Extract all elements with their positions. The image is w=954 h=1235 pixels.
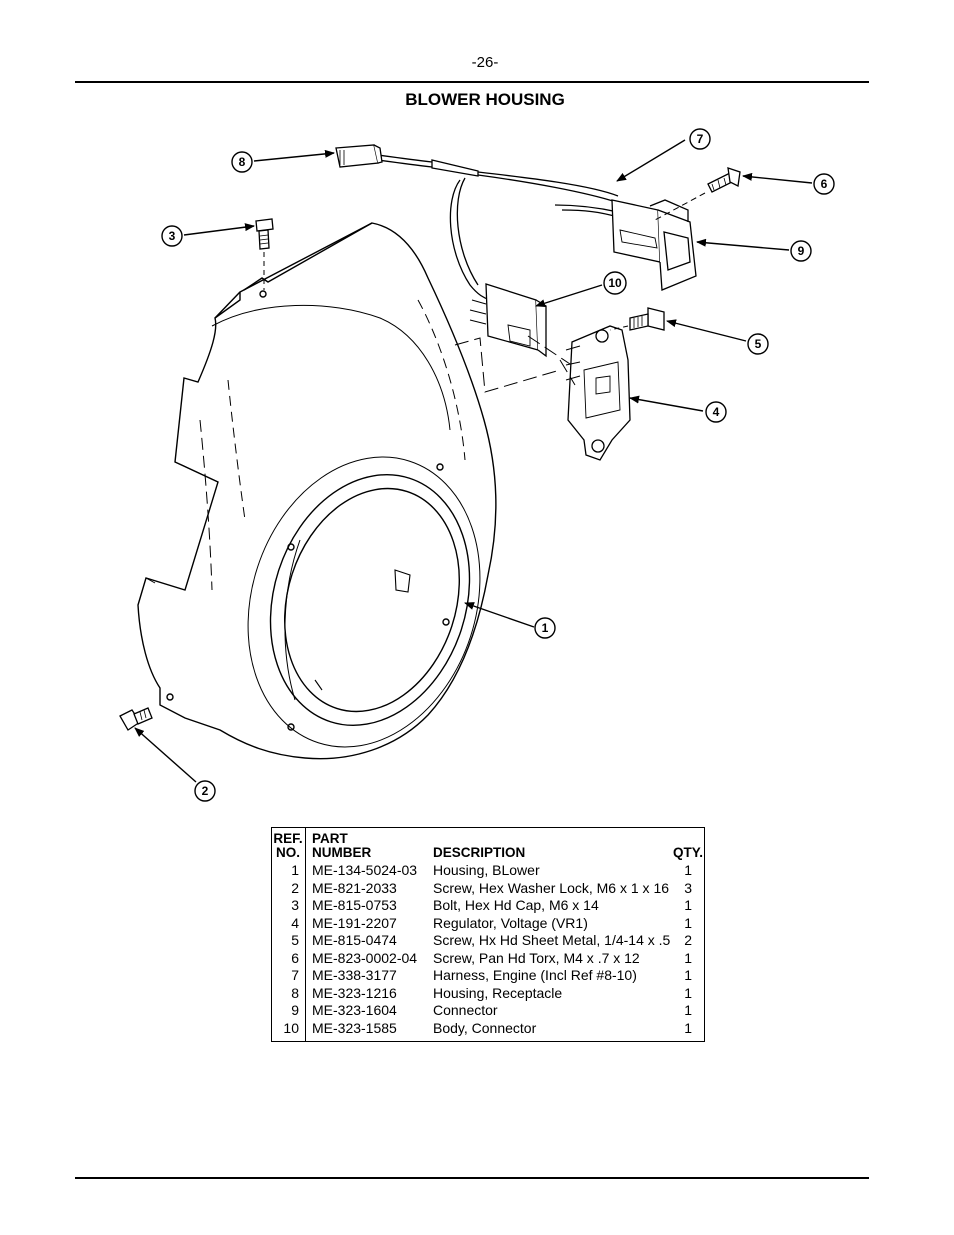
cell-qty: 1	[684, 1019, 692, 1036]
table-row: 2 ME-821-2033 Screw, Hex Washer Lock, M6…	[272, 880, 704, 898]
leader-lines	[134, 139, 813, 783]
cell-part-number: ME-134-5024-03	[312, 862, 418, 878]
cell-description: Screw, Hx Hd Sheet Metal, 1/4-14 x .5	[433, 932, 671, 948]
cell-part-number: ME-821-2033	[312, 879, 397, 896]
svg-text:9: 9	[798, 244, 805, 258]
table-column-divider	[305, 828, 306, 1041]
svg-text:7: 7	[697, 132, 704, 146]
callout-10: 10	[603, 271, 627, 295]
cell-part-number: ME-338-3177	[312, 967, 397, 983]
cell-ref: 7	[291, 967, 299, 983]
callout-5: 5	[747, 333, 769, 355]
table-row: 9 ME-323-1604 Connector 1	[272, 1002, 704, 1020]
cell-ref: 1	[291, 862, 299, 878]
receptacle-housing-part	[335, 144, 383, 168]
cell-ref: 10	[283, 1019, 299, 1036]
cell-description: Body, Connector	[433, 1019, 537, 1036]
svg-text:5: 5	[755, 337, 762, 351]
table-row: 7 ME-338-3177 Harness, Engine (Incl Ref …	[272, 967, 704, 985]
table-row: 8 ME-323-1216 Housing, Receptacle 1	[272, 985, 704, 1003]
cell-qty: 3	[684, 879, 692, 896]
top-rule	[75, 81, 869, 83]
header-qty: QTY.	[672, 845, 703, 860]
svg-text:3: 3	[169, 229, 176, 243]
connector-body-part	[469, 283, 547, 358]
cell-part-number: ME-323-1216	[312, 984, 397, 1001]
callout-9: 9	[790, 240, 812, 262]
parts-table: REF. NO. PART NUMBER DESCRIPTION QTY. 1 …	[271, 827, 705, 1042]
header-ref-line2: NO.	[275, 845, 300, 860]
callout-3: 3	[161, 225, 183, 247]
cell-part-number: ME-191-2207	[312, 914, 397, 931]
cell-qty: 1	[684, 967, 692, 983]
header-part-number: PART NUMBER	[312, 832, 371, 860]
cell-description: Harness, Engine (Incl Ref #8-10)	[433, 967, 637, 983]
callout-8: 8	[231, 151, 253, 173]
svg-text:1: 1	[542, 621, 549, 635]
table-row: 4 ME-191-2207 Regulator, Voltage (VR1) 1	[272, 915, 704, 933]
cell-part-number: ME-815-0474	[312, 932, 397, 948]
header-ref: REF. NO.	[272, 832, 304, 860]
cell-description: Bolt, Hex Hd Cap, M6 x 14	[433, 897, 599, 913]
blower-housing-part	[137, 222, 497, 760]
svg-text:6: 6	[821, 177, 828, 191]
cell-qty: 2	[684, 932, 692, 948]
voltage-regulator-part	[565, 325, 631, 461]
callout-6: 6	[813, 173, 835, 195]
bolt-part	[255, 218, 274, 290]
blower-housing-diagram: 1 2 3 4 5 6 7 8 9 10	[119, 128, 835, 802]
connector-part	[611, 199, 697, 291]
header-part-line2: NUMBER	[312, 845, 372, 860]
callout-2: 2	[194, 780, 216, 802]
header-part-line1: PART	[312, 831, 348, 846]
bottom-rule	[75, 1177, 869, 1179]
cell-qty: 1	[684, 914, 692, 931]
cell-qty: 1	[684, 1002, 692, 1018]
cell-ref: 4	[291, 914, 299, 931]
table-row: 3 ME-815-0753 Bolt, Hex Hd Cap, M6 x 14 …	[272, 897, 704, 915]
table-row: 10 ME-323-1585 Body, Connector 1	[272, 1020, 704, 1038]
screw-part	[119, 707, 153, 731]
header-description: DESCRIPTION	[433, 845, 526, 860]
header-ref-line1: REF.	[273, 831, 303, 846]
torx-screw-part	[654, 167, 741, 221]
table-row: 5 ME-815-0474 Screw, Hx Hd Sheet Metal, …	[272, 932, 704, 950]
harness-wires	[377, 154, 619, 301]
cell-part-number: ME-323-1604	[312, 1002, 397, 1018]
cell-ref: 5	[291, 932, 299, 948]
section-title: BLOWER HOUSING	[405, 90, 565, 109]
cell-description: Housing, BLower	[433, 862, 540, 878]
svg-text:2: 2	[202, 784, 209, 798]
callout-7: 7	[689, 128, 711, 150]
cell-ref: 9	[291, 1002, 299, 1018]
cell-ref: 3	[291, 897, 299, 913]
svg-text:10: 10	[608, 276, 622, 290]
cell-description: Housing, Receptacle	[433, 984, 563, 1001]
cell-description: Screw, Pan Hd Torx, M4 x .7 x 12	[433, 949, 640, 966]
callout-1: 1	[534, 617, 556, 639]
svg-text:4: 4	[713, 405, 720, 419]
cell-description: Connector	[433, 1002, 498, 1018]
cell-ref: 2	[291, 879, 299, 896]
svg-text:8: 8	[239, 155, 246, 169]
callout-4: 4	[705, 401, 727, 423]
cell-description: Regulator, Voltage (VR1)	[433, 914, 588, 931]
cell-qty: 1	[684, 984, 692, 1001]
cell-part-number: ME-323-1585	[312, 1019, 397, 1036]
table-row: 6 ME-823-0002-04 Screw, Pan Hd Torx, M4 …	[272, 950, 704, 968]
cell-qty: 1	[684, 897, 692, 913]
table-row: 1 ME-134-5024-03 Housing, BLower 1	[272, 862, 704, 880]
sheet-metal-screw-part	[609, 307, 665, 331]
cell-ref: 6	[291, 949, 299, 966]
cell-ref: 8	[291, 984, 299, 1001]
cell-qty: 1	[684, 862, 692, 878]
cell-description: Screw, Hex Washer Lock, M6 x 1 x 16	[433, 879, 670, 896]
assembly-lines	[454, 335, 576, 393]
cell-part-number: ME-823-0002-04	[312, 949, 418, 966]
cell-qty: 1	[684, 949, 692, 966]
cell-part-number: ME-815-0753	[312, 897, 397, 913]
page-number: -26-	[471, 54, 499, 71]
